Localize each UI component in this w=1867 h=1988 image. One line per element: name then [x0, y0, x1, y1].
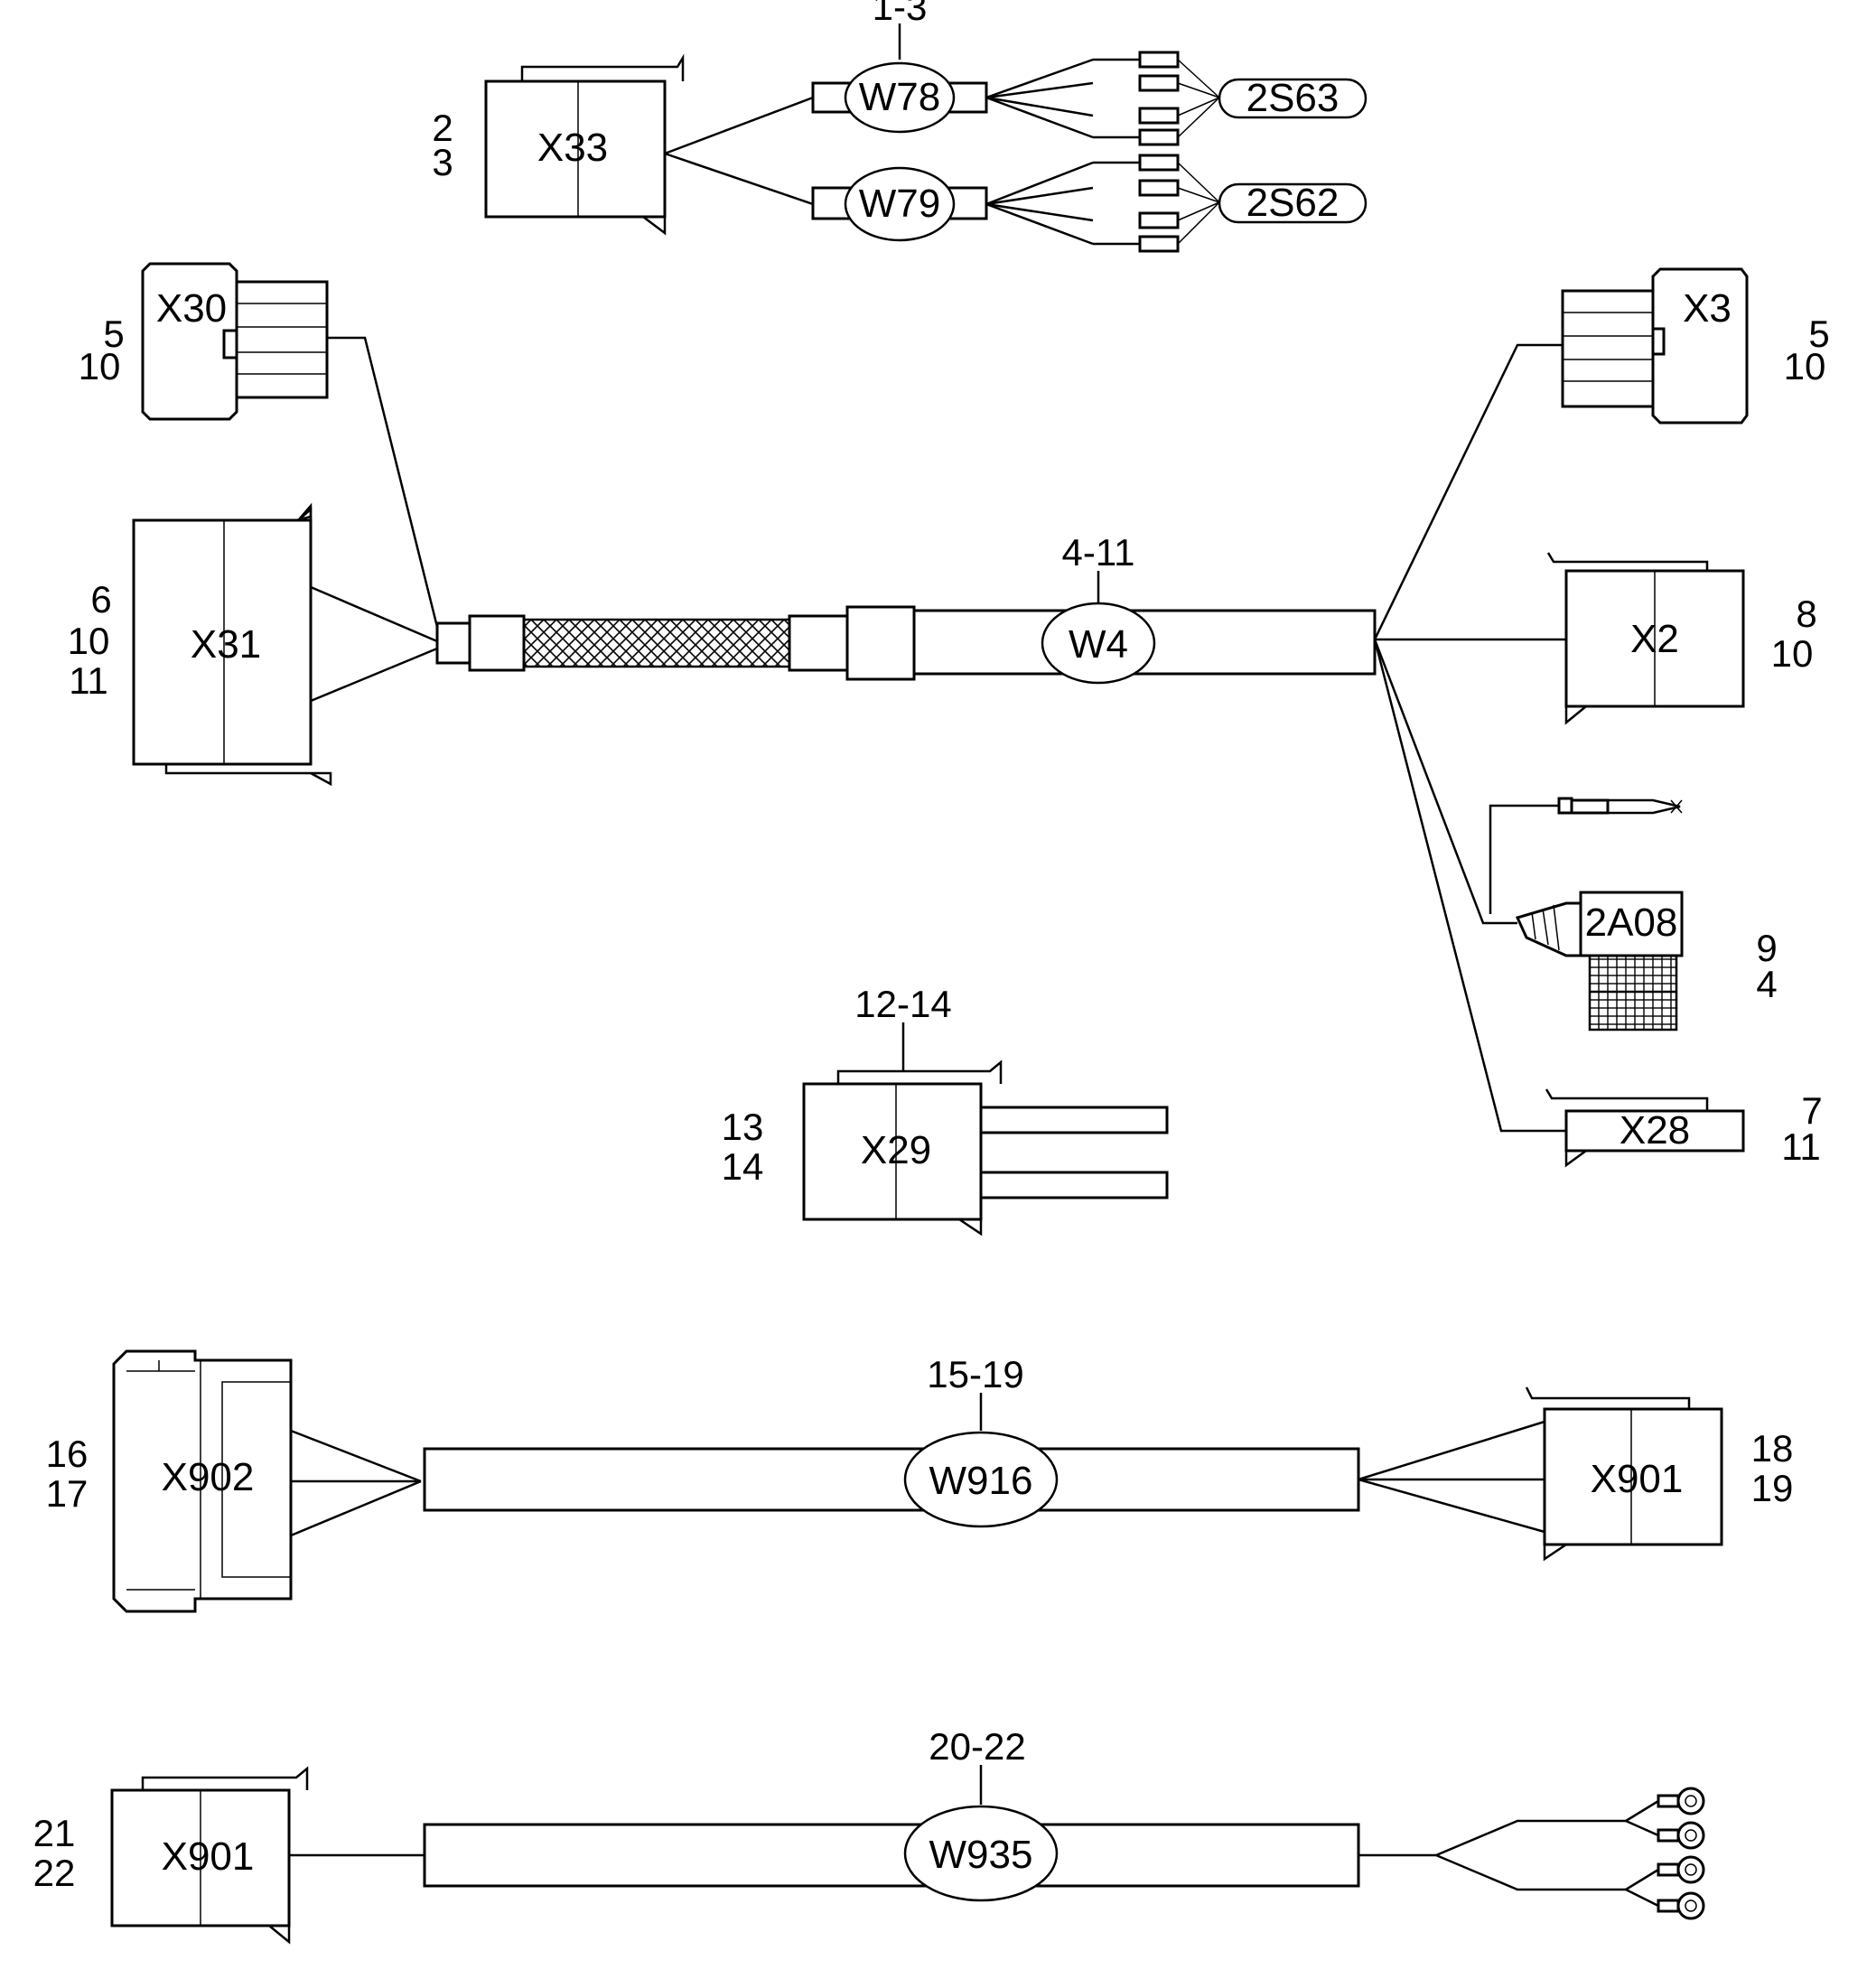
x29-pin-1: 13	[722, 1106, 764, 1148]
connector-x28-label: X28	[1620, 1108, 1690, 1153]
connector-x33: X33 2 3	[432, 53, 685, 236]
group-w935: X901 21 22 W935 20-22	[33, 1725, 1705, 1945]
cable-w79-label: W79	[859, 182, 940, 226]
ref-20-22: 20-22	[929, 1725, 1025, 1768]
connector-x29-label: X29	[861, 1128, 931, 1172]
x29-pin-2: 14	[722, 1145, 764, 1188]
device-2a08: 2A08 9 4	[1489, 797, 1778, 1031]
connector-x28: X28 7 11	[1545, 1088, 1823, 1168]
connector-x2: X2 8 10	[1546, 552, 1817, 725]
connector-x30-label: X30	[156, 286, 227, 331]
connector-x901-b-label: X901	[162, 1834, 255, 1879]
x902-pin-2: 17	[46, 1472, 89, 1515]
x28-pin-1: 7	[1801, 1089, 1822, 1132]
connector-x901-a: X901 18 19	[1525, 1386, 1794, 1562]
x30-pin-2: 10	[79, 345, 121, 387]
x28-pin-2: 11	[1781, 1125, 1821, 1168]
x31-pin-3: 11	[69, 659, 108, 702]
x902-pin-1: 16	[46, 1433, 89, 1475]
device-2a08-label: 2A08	[1585, 901, 1678, 945]
cable-w4: W4 4-11	[435, 531, 1377, 685]
ref-15-19: 15-19	[927, 1353, 1023, 1395]
group-w4: X30 5 10 X31 6 10 11 W4	[68, 262, 1830, 1168]
ring-terminals	[1358, 1787, 1705, 1920]
switch-2s62-label: 2S62	[1246, 181, 1340, 225]
ref-4-11: 4-11	[1062, 531, 1135, 574]
x901b-pin-2: 22	[33, 1852, 76, 1894]
ring-terminal-icon	[1657, 1891, 1705, 1920]
a08-pin-1: 9	[1756, 927, 1777, 969]
x3-pin-1: 5	[1808, 313, 1829, 355]
cable-w78: W78 2S63	[811, 51, 1368, 146]
cable-w916: W916 15-19	[423, 1353, 1360, 1528]
ref-12-14: 12-14	[854, 983, 951, 1025]
x31-pin-1: 6	[90, 578, 111, 621]
connector-x901-b: X901 21 22	[33, 1766, 309, 1945]
x901a-pin-2: 19	[1751, 1467, 1794, 1509]
connector-x902: X902 16 17	[46, 1349, 293, 1613]
cable-w79: W79 2S62	[811, 154, 1368, 253]
x31-pin-2: 10	[68, 620, 110, 662]
group-x33: 1-3 X33 2 3 W78	[432, 0, 1368, 253]
connector-x30: X30 5 10	[79, 262, 329, 421]
x2-pin-1: 8	[1796, 593, 1816, 635]
connector-x29: X29 13 14	[722, 1059, 1169, 1237]
connector-x2-label: X2	[1630, 617, 1679, 661]
x901b-pin-1: 21	[33, 1812, 76, 1854]
cable-w78-label: W78	[859, 75, 940, 119]
connector-x31-label: X31	[191, 622, 261, 667]
connector-x31: X31 6 10 11	[68, 502, 332, 787]
switch-2s63-label: 2S63	[1246, 76, 1340, 120]
cable-w935: W935 20-22	[423, 1725, 1360, 1902]
x3-pin-2: 10	[1784, 345, 1826, 387]
ring-terminal-icon	[1657, 1855, 1705, 1884]
ring-terminal-icon	[1657, 1821, 1705, 1850]
cable-w4-label: W4	[1069, 622, 1128, 667]
ref-1-3: 1-3	[873, 0, 928, 28]
x33-pin-1: 2	[432, 107, 453, 149]
cable-w916-label: W916	[929, 1459, 1033, 1503]
x30-pin-1: 5	[103, 313, 124, 355]
a08-pin-2: 4	[1756, 963, 1777, 1005]
x33-pin-2: 3	[432, 141, 453, 183]
connector-x33-label: X33	[537, 126, 608, 170]
x2-pin-2: 10	[1771, 632, 1814, 675]
connector-x3: X3 5 10	[1561, 267, 1830, 425]
group-w916: X902 16 17 W916 15-19 X901 18 19	[46, 1349, 1794, 1613]
connector-x902-label: X902	[162, 1455, 255, 1499]
connector-x3-label: X3	[1683, 286, 1732, 331]
group-x29: 12-14 X29 13 14	[722, 983, 1169, 1237]
x901a-pin-1: 18	[1751, 1427, 1794, 1470]
cable-w935-label: W935	[929, 1833, 1033, 1877]
connector-x901-a-label: X901	[1591, 1457, 1684, 1501]
ring-terminal-icon	[1657, 1787, 1705, 1815]
